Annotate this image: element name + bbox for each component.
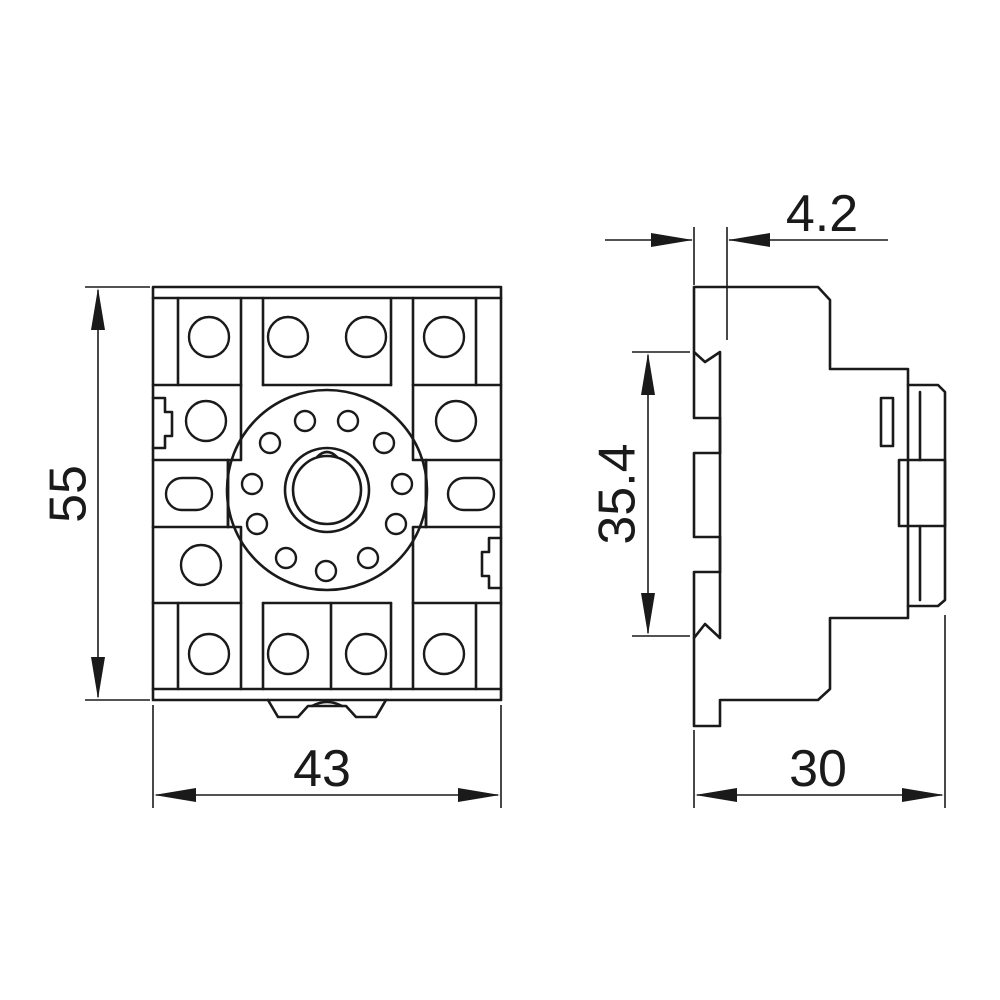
arrow-left-icon <box>695 788 737 802</box>
arrow-right-icon <box>902 788 944 802</box>
octal-socket <box>225 383 429 605</box>
arrow-left-icon <box>728 233 770 247</box>
terminal-screw-icon <box>344 315 388 359</box>
side-terminals <box>151 396 503 590</box>
rail-grooves <box>692 350 722 640</box>
side-latch-block <box>897 458 947 528</box>
arrow-right-icon <box>458 788 500 802</box>
terminal-screw-icon <box>179 543 223 587</box>
dim-label-width: 43 <box>293 740 351 798</box>
front-body-outline <box>151 285 503 702</box>
side-body-outline <box>692 285 947 728</box>
arrow-down-icon <box>91 657 105 699</box>
arrow-left-icon <box>154 788 196 802</box>
dim-label-depth: 30 <box>789 740 847 798</box>
terminal-screw-icon <box>344 632 388 676</box>
front-view <box>151 285 503 719</box>
terminal-screw-icon <box>184 399 228 443</box>
dim-label-height: 55 <box>40 465 98 523</box>
bottom-terminal-row <box>151 601 503 691</box>
dimension-lines <box>85 227 946 808</box>
slot-icon <box>446 476 496 512</box>
terminal-screw-icon <box>187 632 231 676</box>
terminal-screw-icon <box>266 632 310 676</box>
side-slot <box>879 396 895 448</box>
top-terminal-row <box>151 296 503 387</box>
terminal-screw-icon <box>434 399 478 443</box>
terminal-screw-icon <box>422 315 466 359</box>
arrow-down-icon <box>641 593 655 635</box>
terminal-screw-icon <box>266 315 310 359</box>
din-latch <box>266 698 388 719</box>
dim-label-offset: 4.2 <box>786 185 858 243</box>
terminal-screw-icon <box>187 315 231 359</box>
slot-icon <box>164 476 214 512</box>
socket-ring <box>225 388 429 592</box>
pin-holes <box>240 409 414 583</box>
side-view <box>692 285 947 728</box>
arrow-up-icon <box>91 288 105 330</box>
dim-label-rail: 35.4 <box>589 443 647 544</box>
arrow-up-icon <box>641 353 655 395</box>
terminal-screw-icon <box>422 632 466 676</box>
arrow-right-icon <box>651 233 693 247</box>
center-bore <box>283 446 371 534</box>
